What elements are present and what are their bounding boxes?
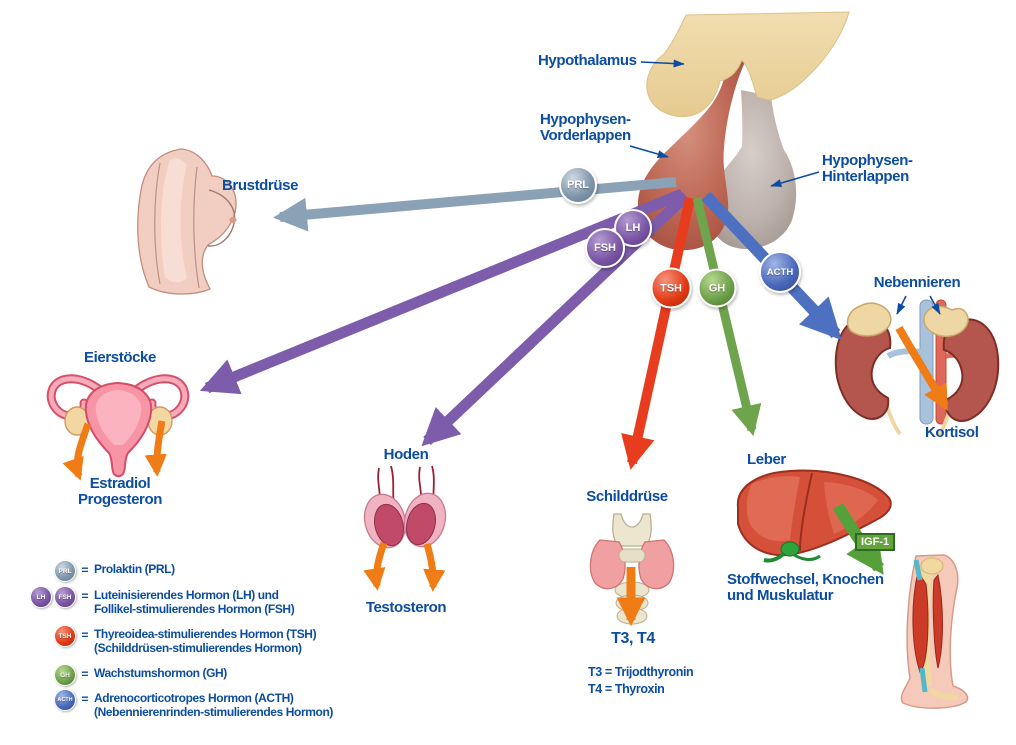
estradiol-arrow-left bbox=[62, 422, 92, 481]
t3-t4-label: T3, T4 bbox=[611, 630, 655, 647]
thyroid-label: Schilddrüse bbox=[586, 488, 668, 505]
adrenal-glands-illustration bbox=[834, 299, 1000, 438]
adrenal-callout-line-left bbox=[896, 295, 907, 315]
equals-sign: = bbox=[81, 628, 89, 642]
liver-target-label: Stoffwechsel, Knochen und Muskulatur bbox=[727, 572, 884, 604]
acth-badge: ACTH bbox=[759, 251, 801, 293]
igf1-label: IGF-1 bbox=[855, 533, 896, 551]
progesteron-label: Progesteron bbox=[78, 491, 162, 508]
ovaries-illustration bbox=[46, 374, 190, 478]
testosteron-label: Testosteron bbox=[365, 599, 447, 616]
equals-sign: = bbox=[81, 589, 89, 603]
testes-illustration bbox=[363, 465, 447, 549]
hypothalamus-illustration bbox=[646, 11, 850, 118]
tsh-badge: TSH bbox=[650, 267, 692, 309]
thyroid-notes: T3 = Trijodthyronin T4 = Thyroxin bbox=[588, 664, 694, 698]
legend-line: Adrenocorticotropes Hormon (ACTH) bbox=[94, 691, 294, 705]
equals-sign: = bbox=[81, 563, 89, 577]
equals-sign: = bbox=[81, 667, 89, 681]
legend-badges: TSH bbox=[30, 625, 76, 647]
breast-illustration bbox=[137, 148, 237, 295]
t4-note: T4 = Thyroxin bbox=[588, 682, 665, 696]
testes-label: Hoden bbox=[383, 446, 429, 463]
legend-text: Prolaktin (PRL) bbox=[94, 562, 175, 577]
legend-row-acth: ACTH = Adrenocorticotropes Hormon (ACTH)… bbox=[30, 689, 333, 719]
prl-arrow-to-breast bbox=[273, 177, 677, 232]
testosterone-arrow-left bbox=[363, 541, 388, 591]
estradiol-arrow-right bbox=[144, 420, 167, 477]
lh-fsh-arrow-to-ovaries bbox=[199, 188, 685, 395]
posterior-pituitary-label-line1: Hypophysen- bbox=[822, 152, 913, 169]
breast-label: Brustdrüse bbox=[222, 177, 299, 194]
liver-target-line1: Stoffwechsel, Knochen bbox=[727, 571, 884, 588]
estradiol-label: Estradiol bbox=[89, 475, 151, 492]
posterior-pituitary-label-line2: Hinterlappen bbox=[822, 168, 909, 185]
legend-text: Wachstumshormon (GH) bbox=[94, 666, 227, 681]
liver-illustration bbox=[736, 469, 892, 563]
legend-text: Thyreoidea-stimulierendes Hormon (TSH) (… bbox=[94, 627, 317, 655]
anterior-pituitary-label-line1: Hypophysen- bbox=[540, 111, 631, 128]
legend-line: Wachstumshormon (GH) bbox=[94, 666, 227, 680]
adrenal-callout-line-right bbox=[929, 295, 941, 315]
legend-text: Luteinisierendes Hormon (LH) und Follike… bbox=[94, 588, 295, 616]
legend-line: Prolaktin (PRL) bbox=[94, 562, 175, 576]
testosterone-arrow-right bbox=[423, 543, 446, 592]
lh-badge: LH bbox=[614, 209, 652, 247]
tsh-arrow-to-thyroid bbox=[621, 196, 695, 470]
kortisol-arrow bbox=[895, 326, 949, 411]
legend-badges: GH bbox=[30, 664, 76, 686]
acth-badge-small: ACTH bbox=[54, 689, 76, 711]
legend-line: Follikel-stimulierendes Hormon (FSH) bbox=[94, 601, 295, 616]
fsh-badge: FSH bbox=[585, 228, 625, 268]
gh-arrow-to-liver bbox=[692, 196, 762, 437]
adrenals-label: Nebennieren bbox=[873, 274, 961, 291]
legend-line: (Schilddrüsen-stimulierendes Hormon) bbox=[94, 640, 302, 655]
liver-label: Leber bbox=[747, 451, 786, 468]
hypothalamus-callout-line bbox=[640, 59, 685, 68]
legend-badges: PRL bbox=[30, 560, 76, 582]
legend-row-lh-fsh: LH FSH = Luteinisierendes Hormon (LH) un… bbox=[30, 586, 295, 616]
legend-row-tsh: TSH = Thyreoidea-stimulierendes Hormon (… bbox=[30, 625, 317, 655]
equals-sign: = bbox=[81, 692, 89, 706]
legend-row-gh: GH = Wachstumshormon (GH) bbox=[30, 664, 227, 686]
legend-row-prl: PRL = Prolaktin (PRL) bbox=[30, 560, 175, 582]
prl-badge-small: PRL bbox=[54, 560, 76, 582]
t3-note: T3 = Trijodthyronin bbox=[588, 665, 694, 679]
lh-badge-small: LH bbox=[30, 586, 52, 608]
hypothalamus-label: Hypothalamus bbox=[538, 52, 637, 69]
legend-text: Adrenocorticotropes Hormon (ACTH) (Neben… bbox=[94, 691, 333, 719]
fsh-badge-small: FSH bbox=[54, 586, 76, 608]
legend-badges: LH FSH bbox=[30, 586, 76, 608]
liver-target-line2: und Muskulatur bbox=[727, 587, 834, 604]
legend-line: (Nebennierenrinden-stimulierendes Hormon… bbox=[94, 704, 333, 719]
pituitary-posterior-lobe bbox=[707, 90, 797, 250]
kortisol-label: Kortisol bbox=[925, 424, 979, 441]
anterior-pituitary-label: Hypophysen- Vorderlappen bbox=[540, 112, 631, 144]
anterior-pituitary-label-line2: Vorderlappen bbox=[540, 127, 631, 144]
posterior-pituitary-label: Hypophysen- Hinterlappen bbox=[822, 153, 913, 185]
anterior-lobe-callout-line bbox=[629, 145, 669, 158]
ovaries-product-label: Estradiol Progesteron bbox=[78, 476, 162, 508]
legend-line: Thyreoidea-stimulierendes Hormon (TSH) bbox=[94, 627, 317, 641]
gh-badge-small: GH bbox=[54, 664, 76, 686]
legend-line: Luteinisierendes Hormon (LH) und bbox=[94, 588, 279, 602]
prl-badge: PRL bbox=[559, 166, 597, 204]
posterior-lobe-callout-line bbox=[770, 171, 820, 187]
ovaries-label: Eierstöcke bbox=[84, 349, 156, 366]
tsh-badge-small: TSH bbox=[54, 625, 76, 647]
legend-badges: ACTH bbox=[30, 689, 76, 711]
gh-badge: GH bbox=[697, 268, 737, 308]
leg-muscle-bone-illustration bbox=[900, 554, 969, 709]
